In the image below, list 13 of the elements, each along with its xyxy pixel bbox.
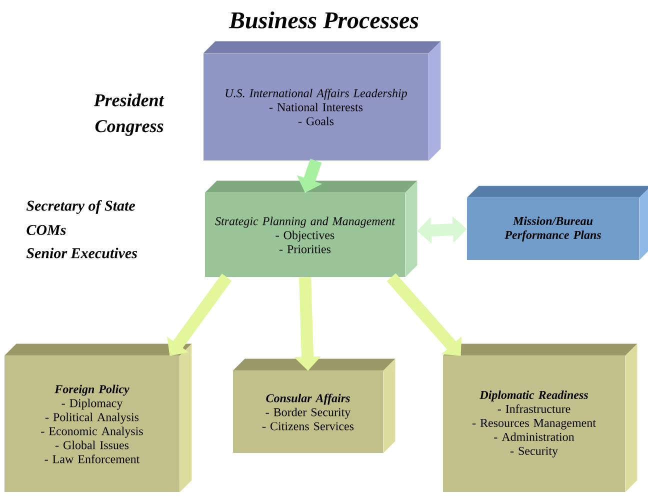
side-label: President bbox=[94, 94, 164, 106]
side-label: COMs bbox=[26, 224, 66, 236]
box: Consular Affairs - Border Security - Citizens Services bbox=[232, 358, 396, 454]
box: Mission/Bureau Performance Plans bbox=[466, 186, 648, 260]
arrow bbox=[386, 273, 462, 356]
box: Diplomatic Readiness - Infrastructure - Resources Management - Administration - Security bbox=[442, 344, 638, 492]
title: Business Processes bbox=[228, 12, 418, 28]
side-label: Senior Executives bbox=[26, 248, 137, 258]
box: U.S. International Affairs Leadership - National Interests - Goals bbox=[203, 41, 441, 161]
box: Foreign Policy - Diplomacy - Political Analysis - Economic Analysis - Global Issues - Law Enforcement bbox=[4, 344, 192, 492]
box: Strategic Planning and Management - Objectives - Priorities bbox=[204, 180, 418, 278]
side-label: Secretary of State bbox=[26, 200, 136, 214]
side-label: Congress bbox=[95, 120, 164, 136]
